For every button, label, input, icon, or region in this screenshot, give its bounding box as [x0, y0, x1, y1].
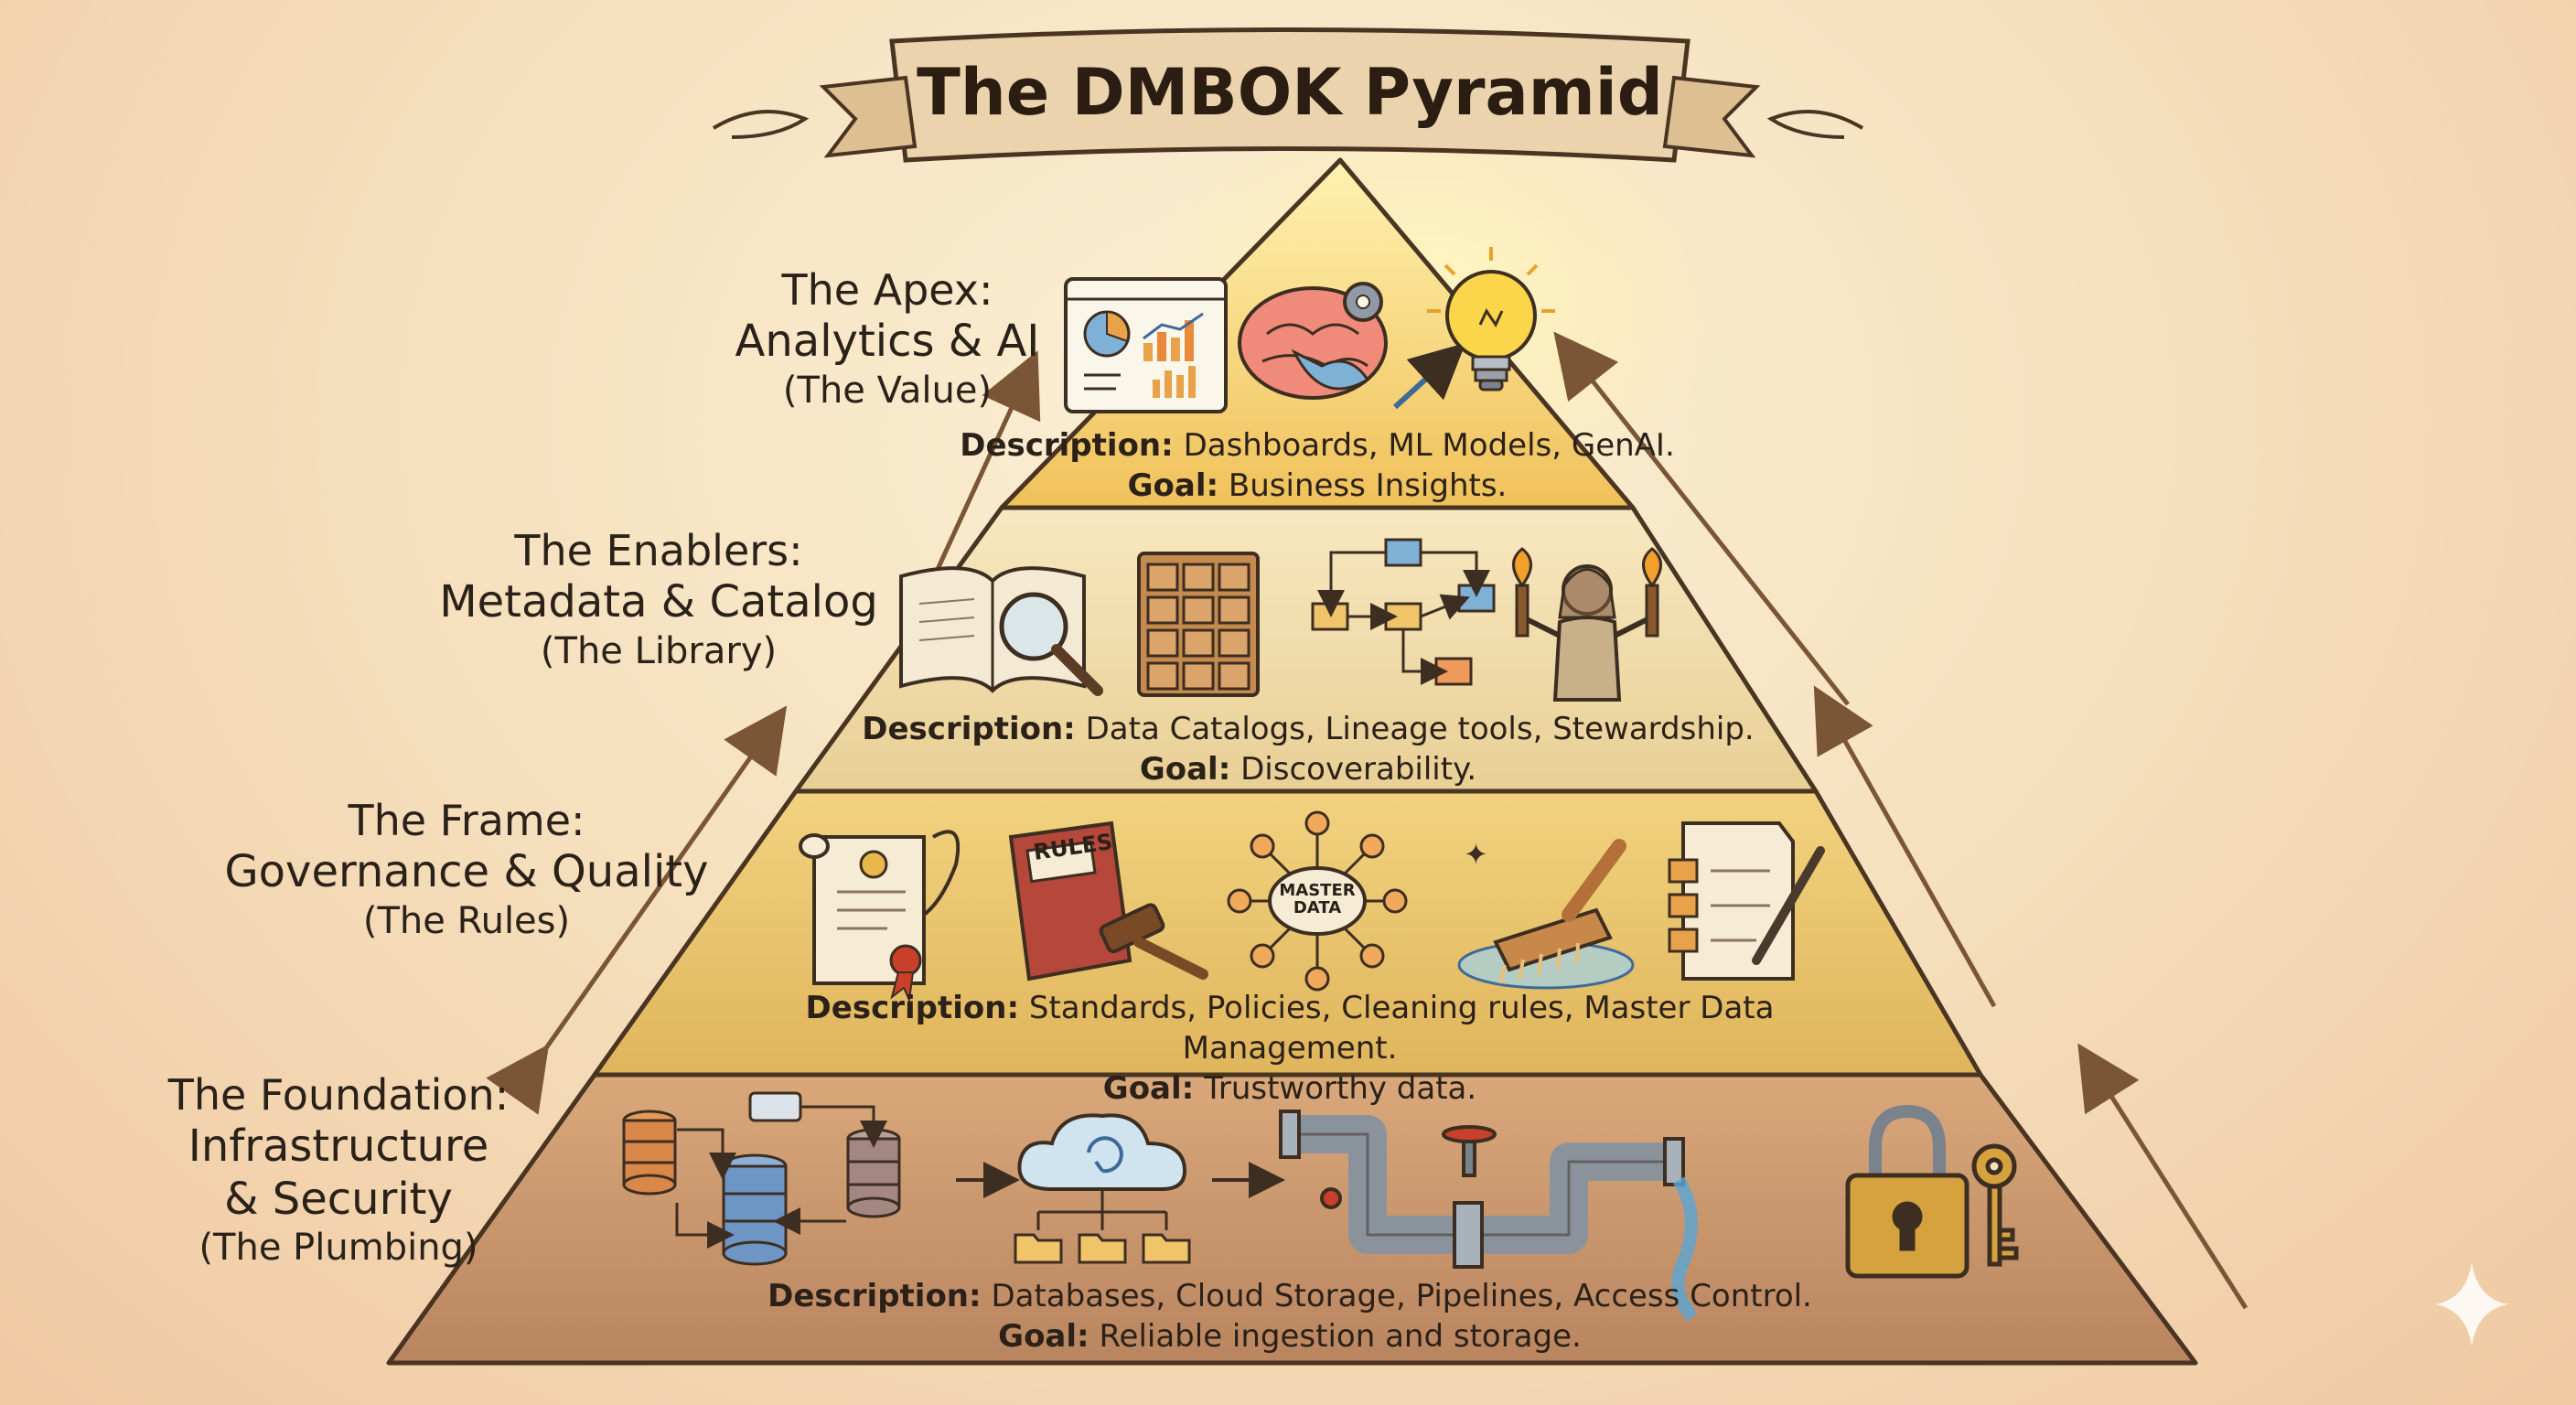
- lightbulb-icon: [1427, 247, 1555, 391]
- banner-right-tail: [1662, 75, 1761, 158]
- master-data-label: MASTER DATA: [1279, 881, 1356, 917]
- tier-goal-foundation: Goal: Reliable ingestion and storage.: [998, 1318, 1582, 1356]
- tier-label-frame-line1: The Frame:: [348, 796, 585, 845]
- lineage-flow-icon: [1311, 538, 1496, 686]
- tier-text-apex: Description: Dashboards, ML Models, GenA…: [951, 425, 1683, 506]
- tier-goal-frame: Goal: Trustworthy data.: [1102, 1070, 1477, 1108]
- brain-gear-icon: [1238, 282, 1388, 400]
- tier-label-apex-line3: (The Value): [782, 369, 993, 412]
- tier-label-foundation: The Foundation: Infrastructure & Securit…: [137, 1070, 540, 1270]
- scrub-brush-icon: ✦: [1457, 837, 1635, 990]
- tier-text-foundation: Description: Databases, Cloud Storage, P…: [714, 1276, 1866, 1357]
- tier-label-enablers-line3: (The Library): [540, 629, 778, 672]
- tier-label-enablers-line1: The Enablers:: [514, 526, 803, 575]
- tier-label-frame-line2: Governance & Quality: [224, 846, 709, 898]
- tier-text-enablers: Description: Data Catalogs, Lineage tool…: [851, 709, 1766, 789]
- tier-label-foundation-line1: The Foundation:: [167, 1070, 510, 1120]
- pipeline-icon: [1279, 1110, 1698, 1322]
- database-right: [846, 1128, 901, 1218]
- arrow-left-upper: [921, 350, 1041, 601]
- tier-label-apex-line2: Analytics & AI: [735, 316, 1040, 368]
- checklist-pen-icon: [1668, 821, 1825, 981]
- scroll-certificate-icon: [799, 830, 961, 1003]
- tier-description-foundation: Description: Databases, Cloud Storage, P…: [767, 1278, 1812, 1314]
- tier-description-frame: Description: Standards, Policies, Cleani…: [805, 990, 1775, 1067]
- tier-label-apex-line1: The Apex:: [781, 265, 993, 315]
- master-data-hub-icon: [1227, 810, 1408, 992]
- tier-label-frame: The Frame: Governance & Quality (The Rul…: [220, 796, 714, 943]
- tier-label-foundation-line2a: Infrastructure: [188, 1121, 489, 1173]
- tier-description-enablers: Description: Data Catalogs, Lineage tool…: [862, 711, 1755, 747]
- page-title: The DMBOK Pyramid: [917, 55, 1663, 130]
- dashboard-icon: [1064, 277, 1228, 413]
- arrow-right-upper: [1553, 331, 1850, 706]
- ascending-arrows: [486, 331, 2249, 1310]
- tier-label-apex: The Apex: Analytics & AI (The Value): [677, 265, 1098, 413]
- padlock-key-icon: [1845, 1104, 2019, 1279]
- cloud-sync-icon: [1014, 1113, 1191, 1264]
- database-cluster-icon: [622, 1091, 901, 1266]
- steward-torches-icon: [1512, 547, 1662, 702]
- tier-label-enablers: The Enablers: Metadata & Catalog (The Li…: [430, 526, 887, 673]
- rules-book-gavel-icon: [1008, 820, 1208, 981]
- flourish-left-icon: [712, 110, 810, 139]
- banner-left-tail: [819, 75, 918, 158]
- title-banner: [712, 27, 1864, 163]
- tier-goal-apex: Goal: Business Insights.: [1127, 467, 1508, 505]
- arrow-right-mid: [1813, 685, 1997, 1008]
- svg-text:✦: ✦: [1464, 837, 1488, 872]
- database-left: [622, 1110, 677, 1196]
- tier-foundation: [386, 1072, 2198, 1366]
- tier-label-enablers-line2: Metadata & Catalog: [439, 576, 878, 628]
- arrow-left-lower: [486, 705, 788, 1115]
- tier-label-frame-line3: (The Rules): [362, 899, 571, 942]
- sparkle-icon: [2435, 1262, 2508, 1346]
- tier-description-apex: Description: Dashboards, ML Models, GenA…: [960, 427, 1675, 464]
- arrow-right-lower: [2077, 1043, 2249, 1310]
- database-center: [722, 1153, 788, 1266]
- book-magnifier-icon: [899, 566, 1103, 696]
- card-catalog-icon: [1137, 552, 1260, 697]
- tier-text-frame: Description: Standards, Policies, Cleani…: [695, 988, 1884, 1110]
- tier-goal-enablers: Goal: Discoverability.: [1139, 751, 1477, 788]
- tier-label-foundation-line2b: & Security: [224, 1173, 453, 1225]
- tier-label-foundation-line3: (The Plumbing): [199, 1227, 478, 1270]
- trend-arrow-icon: [1392, 342, 1466, 410]
- flourish-right-icon: [1766, 110, 1864, 139]
